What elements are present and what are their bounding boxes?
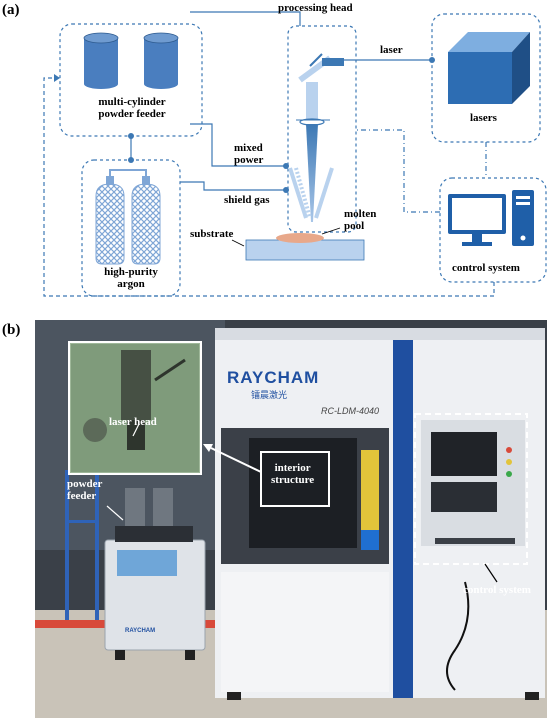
substrate-label: substrate bbox=[190, 228, 234, 240]
processing-head-label: processing head bbox=[278, 2, 353, 14]
brand-logo-text: RAYCHAM bbox=[227, 368, 320, 387]
connection-lines bbox=[43, 11, 495, 297]
processing-head-icon bbox=[296, 53, 344, 222]
laser-head-label: laser head bbox=[109, 416, 157, 428]
control-system-box bbox=[439, 177, 547, 283]
arrow-head bbox=[54, 74, 60, 82]
cylinder-icon bbox=[83, 32, 119, 89]
brand-cn-text: 镭晨激光 bbox=[251, 391, 288, 401]
shield-gas-label: shield gas bbox=[224, 194, 270, 206]
lasers-box bbox=[431, 13, 541, 143]
laser-source-cube-icon bbox=[448, 32, 530, 104]
schematic-diagram bbox=[43, 11, 547, 297]
computer-icon bbox=[448, 190, 534, 246]
molten-pool-label: molten pool bbox=[344, 208, 377, 232]
substrate-plate bbox=[245, 239, 365, 261]
control-system-photo-label: control system bbox=[463, 584, 531, 596]
connector-dots bbox=[128, 57, 435, 193]
panel-a-label: (a) bbox=[2, 2, 20, 18]
gas-bottle-icon bbox=[95, 176, 125, 265]
photo-illustration bbox=[35, 320, 547, 718]
control-system-label: control system bbox=[452, 262, 520, 274]
laser-label: laser bbox=[380, 44, 403, 56]
leader-lines bbox=[231, 227, 341, 247]
small-brand-text: RAYCHAM bbox=[125, 628, 156, 634]
panel-b-label: (b) bbox=[2, 322, 21, 338]
model-number: RC-LDM-4040 bbox=[321, 406, 380, 416]
molten-pool-icon bbox=[276, 233, 324, 243]
interior-structure-label: interior structure bbox=[271, 462, 315, 486]
powder-nozzle-icon bbox=[288, 167, 334, 219]
cylinder-icon bbox=[143, 32, 179, 89]
processing-head-box bbox=[287, 25, 357, 233]
powder-feeder-photo-label: powder feeder bbox=[67, 478, 103, 502]
mixed-power-label: mixed power bbox=[234, 142, 264, 166]
argon-label: high-purity argon bbox=[104, 266, 158, 290]
gas-bottle-icon bbox=[131, 176, 161, 265]
lasers-label: lasers bbox=[470, 112, 497, 124]
powder-feeder-label: multi-cylinder powder feeder bbox=[98, 96, 166, 120]
machine-photo: RAYCHAM 镭晨激光 RC-LDM-4040 RAYCHAM laser h… bbox=[35, 320, 547, 718]
